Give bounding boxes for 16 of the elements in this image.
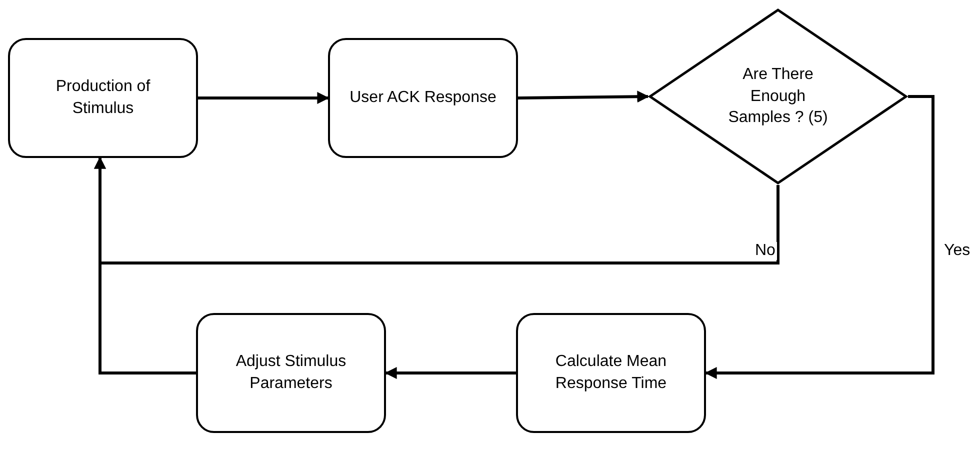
arrow	[704, 95, 934, 379]
process-box	[328, 38, 518, 158]
node-label: Calculate Mean Response Time	[554, 352, 668, 394]
process-box	[196, 313, 386, 433]
arrow	[198, 92, 330, 104]
arrow	[518, 90, 650, 103]
node-label: Are There Enough Samples ? (5)	[727, 65, 829, 128]
edge-label: No	[753, 242, 778, 260]
decision-diamond	[648, 8, 908, 185]
node-label: Production of Stimulus	[54, 77, 152, 119]
arrow	[384, 367, 516, 379]
process-box	[516, 313, 706, 433]
node-label: User ACK Response	[348, 88, 498, 108]
process-box	[8, 38, 198, 158]
node-label: Adjust Stimulus Parameters	[234, 352, 348, 394]
arrow	[94, 156, 196, 374]
